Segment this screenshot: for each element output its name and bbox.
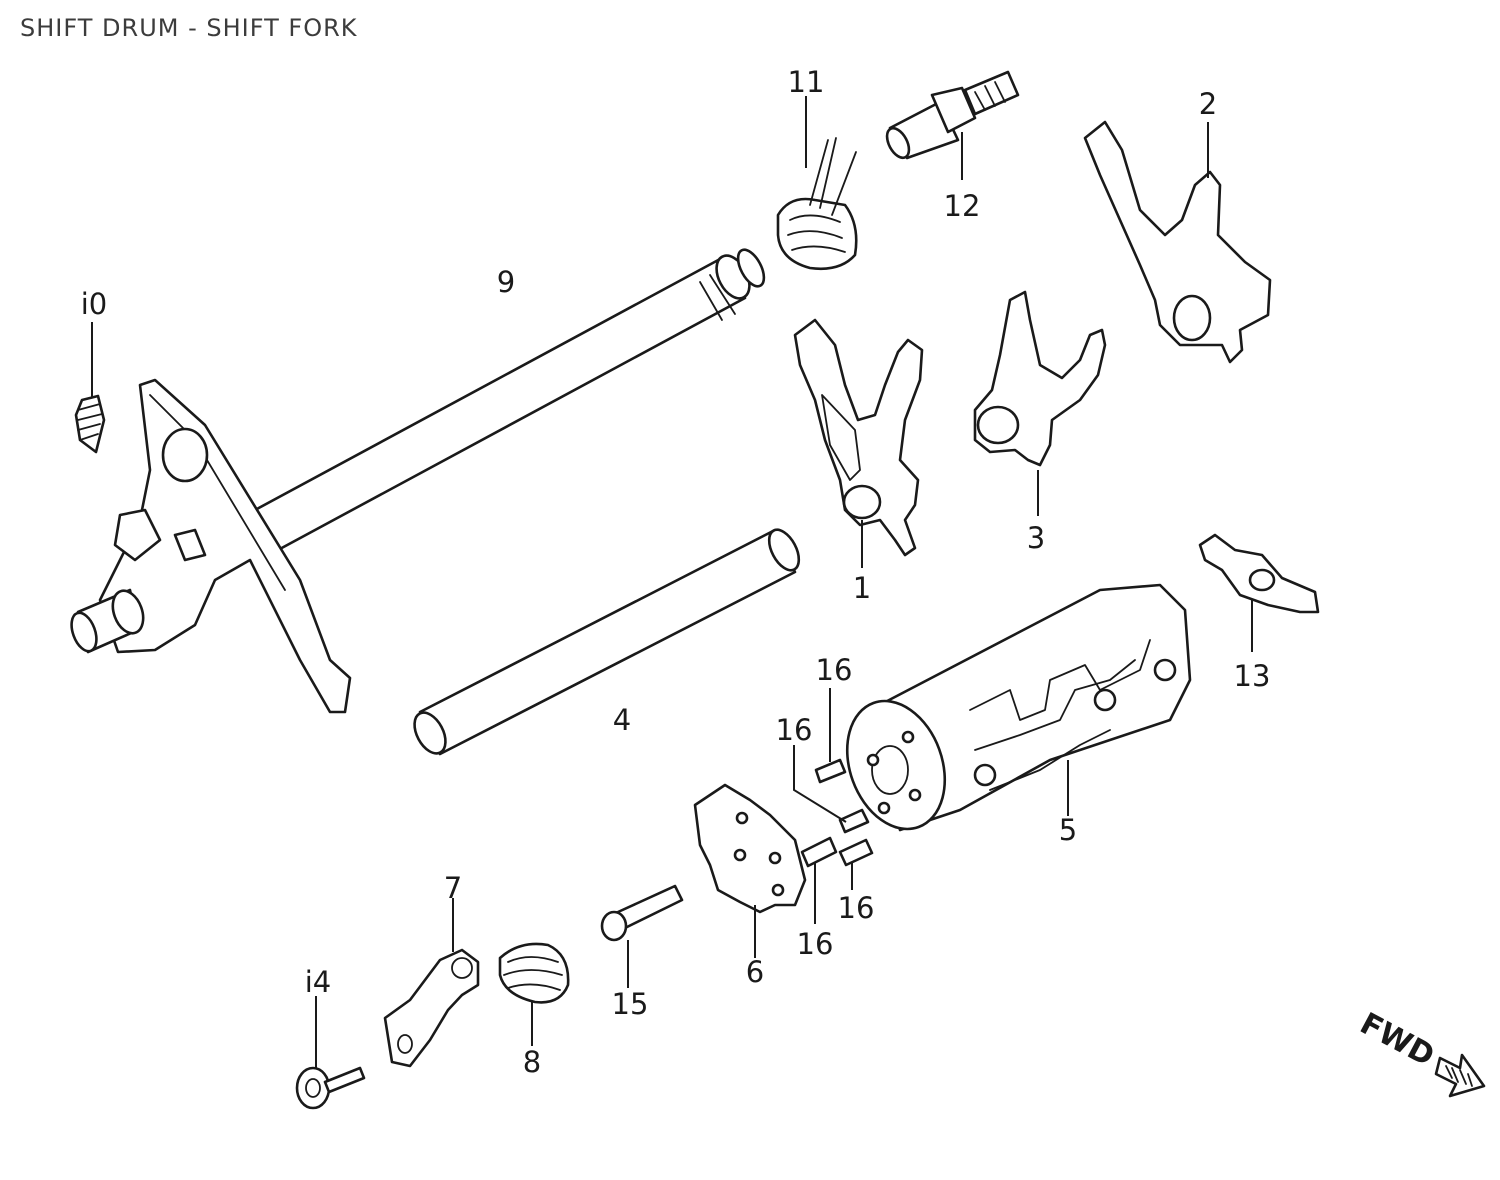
part-12-stud-bolt (885, 70, 1020, 180)
callout-13: 13 (1234, 659, 1271, 693)
part-4-guide-shaft (413, 528, 801, 756)
callout-10: i0 (81, 287, 108, 321)
dowel-pin-4 (838, 838, 874, 890)
callout-2: 2 (1199, 87, 1217, 121)
page-title: SHIFT DRUM - SHIFT FORK (20, 14, 358, 42)
part-5-shift-drum (845, 583, 1192, 832)
hatched-arrow-icon (1434, 1053, 1486, 1098)
part-8-torsion-spring (498, 942, 570, 1046)
part-16-dowel-pins (793, 688, 874, 924)
part-11-spring-clip (776, 96, 858, 270)
callout-5: 5 (1059, 813, 1077, 847)
forward-direction-indicator: FWD (1354, 1006, 1486, 1098)
callout-16-upper: 16 (776, 713, 813, 747)
part-15-bolt (600, 884, 684, 988)
callout-3: 3 (1027, 521, 1045, 555)
callout-12: 12 (944, 189, 981, 223)
callout-7: 7 (444, 871, 462, 905)
dowel-pin-3 (800, 836, 838, 924)
part-13-stopper-plate (1198, 533, 1320, 652)
left-shift-fork-assembly (70, 378, 352, 714)
callout-16-lower: 16 (797, 927, 834, 961)
part-1-shift-fork (793, 318, 924, 568)
dowel-pin-2 (793, 745, 870, 834)
callout-11: 11 (788, 65, 825, 99)
callout-6: 6 (746, 955, 764, 989)
part-10-spring (74, 322, 106, 454)
callout-4: 4 (613, 703, 631, 737)
part-14-bolt (295, 996, 366, 1110)
part-7-arm (383, 898, 480, 1068)
callout-16-right: 16 (838, 891, 875, 925)
callout-8: 8 (523, 1045, 541, 1079)
part-3-shift-fork (973, 290, 1107, 516)
part-6-plate (693, 783, 807, 958)
dowel-pin-1 (814, 688, 847, 784)
callout-15: 15 (612, 987, 649, 1021)
callout-16-top: 16 (816, 653, 853, 687)
part-9-shift-fork-shaft (253, 248, 766, 552)
part-2-shift-fork (1083, 120, 1272, 364)
callout-labels: 1 2 3 4 5 6 7 8 9 i0 11 12 13 i4 15 16 1… (81, 65, 1271, 1079)
fwd-label: FWD (1354, 1006, 1440, 1074)
callout-9: 9 (497, 265, 515, 299)
callout-14: i4 (305, 965, 332, 999)
callout-1: 1 (853, 571, 871, 605)
